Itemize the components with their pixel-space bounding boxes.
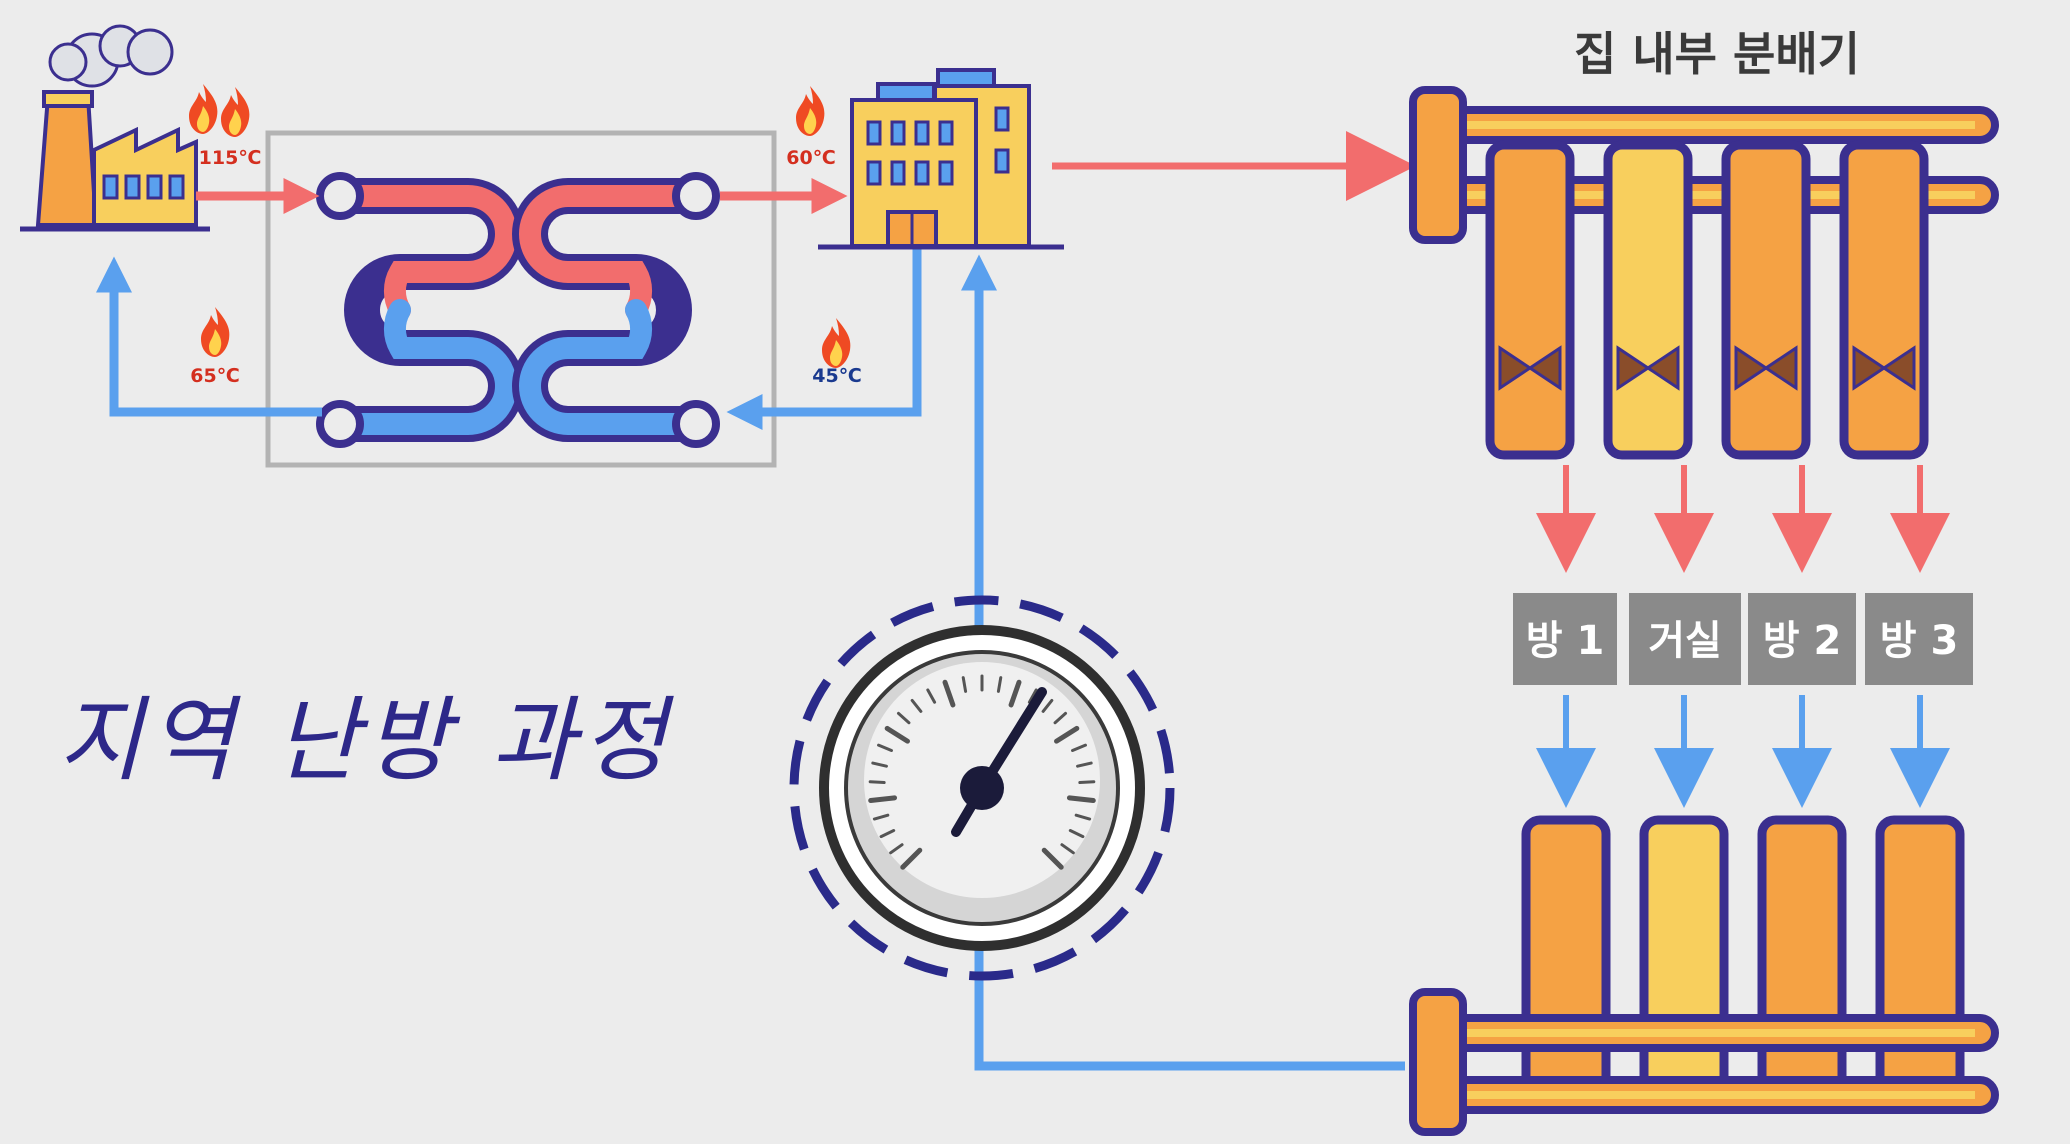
plant-return-temp: 65℃ [190,365,239,387]
flame-icon [189,84,218,134]
cold-return-pipe-arrow [96,256,322,417]
room-box [1748,593,1856,685]
room-label: 방 3 [1880,618,1959,664]
gauge-tick [996,676,1003,693]
heat-exchanger-coil-right [512,172,720,448]
apartment-building-icon [818,68,1064,250]
cold-return-pipe-arrow [726,247,922,430]
gauge-tick [879,829,896,839]
gauge-tick [1066,795,1096,804]
gauge-tick [871,761,888,768]
gauge-tick [889,843,904,855]
diagram-title: 지역 난방 과정 [58,687,675,794]
valve-icon [1498,345,1916,391]
gauge-tick [1053,711,1068,725]
gauge-tick [1041,698,1054,713]
plant-supply-temp: 115℃ [199,147,262,169]
distributor-title: 집 내부 분배기 [1574,27,1860,81]
gauge-tick [1027,688,1038,704]
gauge-tick [961,676,968,693]
return-manifold [1409,815,1999,1136]
gauge-tick [868,780,886,785]
gauge-tick [1074,813,1092,821]
supply-manifold [1409,86,1999,460]
gauge-tick [926,688,937,704]
room-label: 거실 [1648,618,1722,664]
gauge-tick [1060,843,1075,855]
flame-icon [201,307,230,357]
gauge-tick [900,847,923,870]
heat-exchanger-coil-left [316,172,524,448]
gauge-tick [884,725,910,744]
heat-exchanger-box [265,130,777,468]
factory-icon [20,24,210,232]
building-supply-temp: 60℃ [786,147,835,169]
room-box [1629,593,1741,685]
gauge-tick [1008,679,1022,708]
gauge-tick [942,679,956,708]
gauge-tick [872,813,890,821]
flame-icon [822,318,851,368]
room-label: 방 2 [1763,618,1842,664]
room-supply-arrows [1536,465,1950,573]
room-return-arrows [1536,695,1950,808]
return-to-building-pipe [961,254,1405,1071]
gauge-tick [1041,847,1064,870]
gauge-tick [1076,761,1093,768]
gauge-tick [1078,780,1096,785]
room-labels: 방 1 거실 방 2 방 3 [1513,593,1973,685]
room-label: 방 1 [1526,618,1605,664]
pressure-gauge-icon [789,595,1175,981]
gauge-tick [1068,829,1085,839]
gauge-tick [877,743,893,752]
gauge-tick [868,795,898,804]
flame-icon [221,87,250,137]
room-box [1865,593,1973,685]
gauge-tick [1054,725,1080,744]
flame-icon [796,86,825,136]
building-return-temp: 45℃ [812,365,861,387]
gauge-tick [910,698,923,713]
gauge-tick [896,711,911,725]
gauge-tick [1071,743,1087,752]
room-box [1513,593,1617,685]
